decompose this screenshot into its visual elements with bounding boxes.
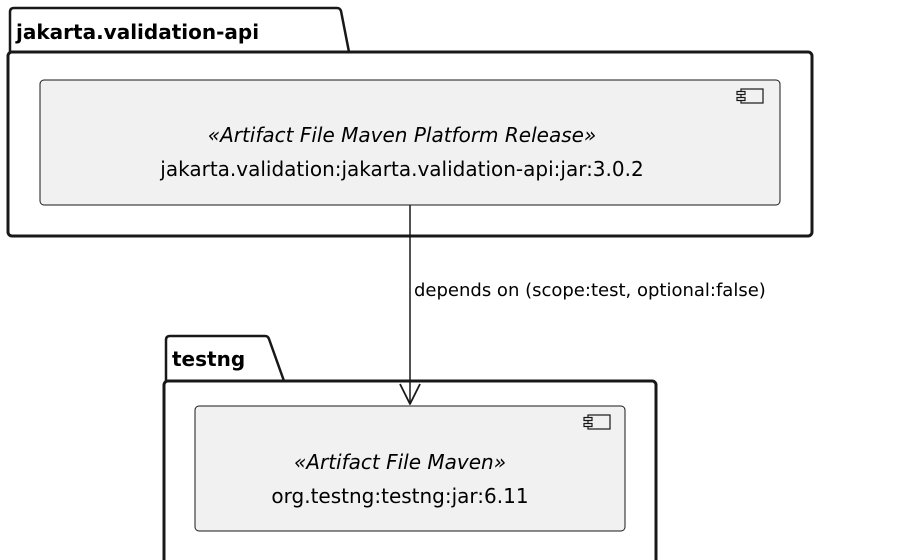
package-label: jakarta.validation-api [15,20,259,44]
package-jakarta-validation-api[interactable]: jakarta.validation-api «Artifact File Ma… [6,6,814,238]
component-jakarta-validation-api[interactable]: «Artifact File Maven Platform Release» j… [39,79,781,206]
component-testng[interactable]: «Artifact File Maven» org.testng:testng:… [194,405,626,532]
edge-label: depends on (scope:test, optional:false) [414,280,766,301]
package-tab [164,334,286,382]
package-label: testng [172,347,245,371]
component-stereotype: «Artifact File Maven» [294,450,506,474]
arrow-head-icon [399,383,421,405]
component-box [194,405,626,532]
package-tab [8,6,351,53]
dependency-edge[interactable]: depends on (scope:test, optional:false) [399,205,766,405]
component-name: org.testng:testng:jar:6.11 [271,484,528,508]
component-name: jakarta.validation:jakarta.validation-ap… [159,157,643,181]
component-stereotype: «Artifact File Maven Platform Release» [208,123,597,147]
